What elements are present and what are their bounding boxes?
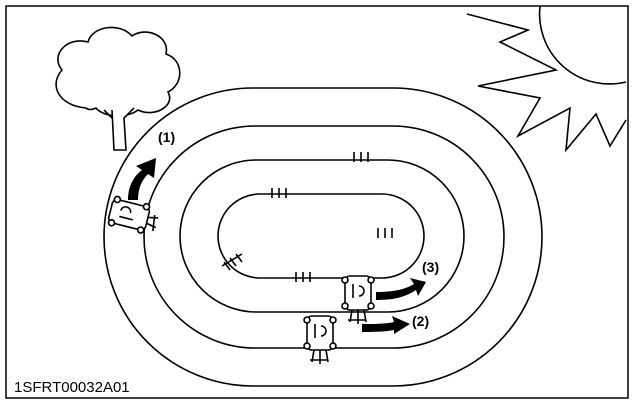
direction-arrow-icon	[376, 278, 426, 300]
track-inner	[217, 193, 425, 279]
mower-icon	[303, 315, 337, 364]
sun-icon	[466, 5, 627, 153]
step-label-2: (2)	[412, 313, 429, 329]
tread-marks-icon	[221, 152, 393, 282]
step-label-1: (1)	[158, 129, 175, 145]
direction-arrow-icon	[128, 158, 156, 200]
step-label-3: (3)	[422, 259, 439, 275]
figure-code: 1SFRT00032A01	[14, 379, 130, 396]
mower-icon	[341, 275, 375, 324]
tree-icon	[55, 26, 181, 151]
mower-icon	[107, 195, 159, 234]
track-outer	[103, 87, 543, 387]
direction-arrow-icon	[362, 316, 410, 334]
track-3	[179, 159, 465, 313]
